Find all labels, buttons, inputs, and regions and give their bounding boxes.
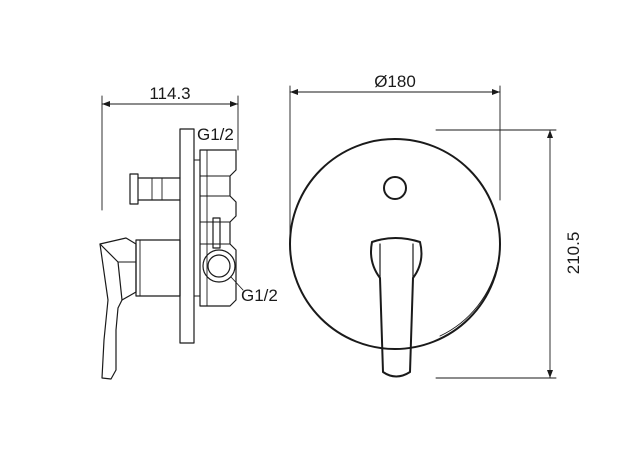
diameter-dimension-label: Ø180 <box>374 72 416 91</box>
top-connection-label: G1/2 <box>197 125 234 144</box>
cartridge-housing <box>135 239 181 297</box>
side-connection-label: G1/2 <box>241 286 278 305</box>
valve-body <box>193 149 237 307</box>
height-dimension-label: 210.5 <box>564 232 583 275</box>
depth-dimension: 114.3 <box>101 84 239 211</box>
diverter-button <box>383 176 407 200</box>
lever-handle <box>99 237 137 380</box>
cover-plate <box>289 138 501 350</box>
side-outlet <box>202 249 244 291</box>
diameter-dimension: Ø180 <box>289 72 501 245</box>
height-dimension: 210.5 <box>435 129 583 379</box>
front-view: Ø180 210.5 <box>289 72 583 379</box>
depth-dimension-label: 114.3 <box>149 84 190 103</box>
wall-plate <box>179 128 195 344</box>
diverter-knob <box>129 173 181 205</box>
front-lever-handle <box>370 237 423 378</box>
side-view: 114.3 <box>99 84 278 380</box>
